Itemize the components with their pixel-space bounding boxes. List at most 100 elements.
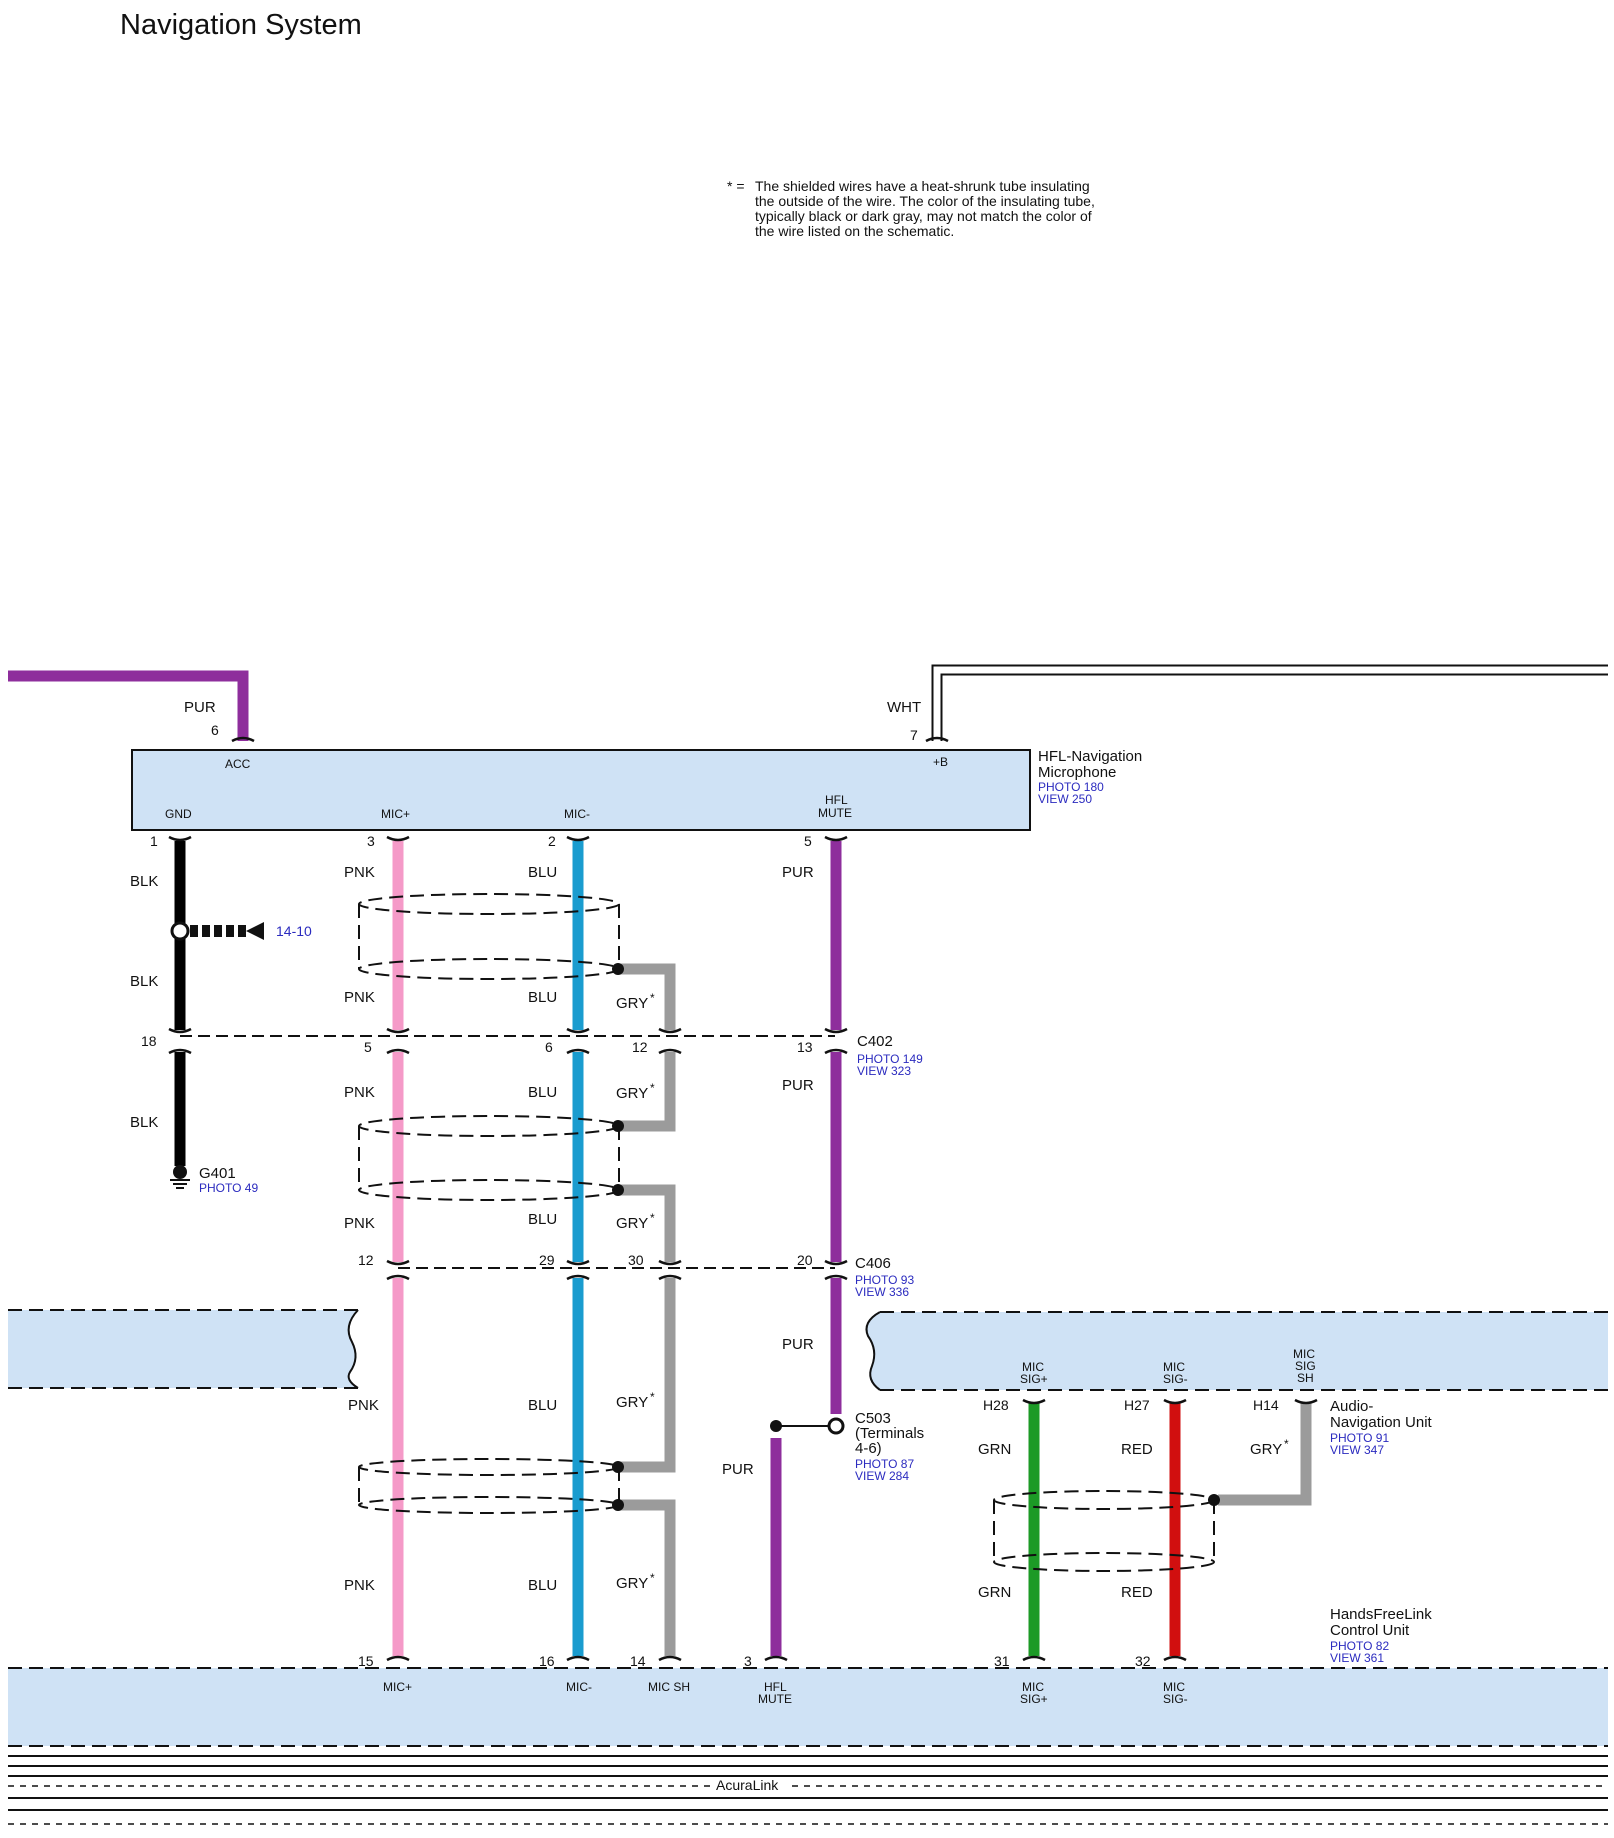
shield-star: * [650,991,655,1005]
ground-name: G401 [199,1165,236,1182]
pin-number: H27 [1124,1397,1150,1413]
pin-number: 30 [628,1252,644,1268]
photo-ref: PHOTO 91 [1330,1431,1389,1445]
note-line: the outside of the wire. The color of th… [755,193,1095,209]
wire-label-gry: GRY [616,1575,648,1592]
pin-number: 6 [545,1039,553,1055]
ground-symbol [170,1165,190,1189]
pin-number: 20 [797,1252,813,1268]
photo-ref: PHOTO 82 [1330,1639,1389,1653]
wire-label-gry: GRY [616,1085,648,1102]
shield-star: * [650,1390,655,1404]
gry-drain-wire [618,1499,676,1656]
view-ref: VIEW 250 [1038,792,1092,806]
audio-unit-box [866,1312,1608,1390]
bus-label: AcuraLink [716,1777,779,1793]
gry-drain-wire [618,1278,676,1473]
pin-number: 14 [630,1653,646,1669]
mic-unit-box [131,749,1031,831]
wire-label-gry: GRY [616,1215,648,1232]
pin-name: SIG+ [1020,1372,1048,1386]
pin-number: 1 [150,833,158,849]
pin-name: MIC- [566,1680,592,1694]
wire-label-grn: GRN [978,1584,1011,1601]
photo-ref: PHOTO 49 [199,1181,258,1195]
left-partial-box-break [347,1309,359,1389]
pin-name: MUTE [758,1692,792,1706]
pin-name: MIC [1293,1347,1315,1361]
wire-label-gry: GRY [616,995,648,1012]
pur-label: PUR [184,699,216,716]
hfl-unit-box [8,1668,1608,1746]
pin-number: 7 [910,727,918,743]
shield-note: * = The shielded wires have a heat-shrun… [727,178,1095,239]
wire-label-gry: GRY [616,1394,648,1411]
component-name: Control Unit [1330,1622,1410,1639]
pin-number: 16 [539,1653,555,1669]
note-marker: * = [727,178,745,194]
component-name: HandsFreeLink [1330,1606,1432,1623]
view-ref: VIEW 336 [855,1285,909,1299]
pin-name: MIC [1163,1360,1185,1374]
audio-unit-box-break [865,1311,881,1391]
pin-number: 6 [211,722,219,738]
pin-name: SIG- [1163,1372,1188,1386]
wire-label-grn: GRN [978,1441,1011,1458]
photo-ref: PHOTO 87 [855,1457,914,1471]
pin-name-mute: MUTE [818,806,852,820]
wire-label-pur: PUR [782,1077,814,1094]
wht-battery-wire [933,666,1608,741]
wire-label-blk: BLK [130,973,158,990]
pin-name-mic-minus: MIC- [564,807,590,821]
wire-label-blu: BLU [528,989,557,1006]
component-name: Navigation Unit [1330,1414,1433,1431]
ground-reference [170,921,264,941]
pin-number: 2 [548,833,556,849]
pin-name: SIG- [1163,1692,1188,1706]
pin-name: SIG [1295,1359,1316,1373]
wire-label-red: RED [1121,1441,1153,1458]
pin-name: SIG+ [1020,1692,1048,1706]
pin-name: HFL [764,1680,787,1694]
photo-ref: PHOTO 93 [855,1273,914,1287]
pin-terminals [168,736,1318,1662]
wire-label-pnk: PNK [344,864,375,881]
pin-number: 18 [141,1033,157,1049]
wire-label-blk: BLK [130,873,158,890]
wire-label-blu: BLU [528,1577,557,1594]
pin-number: 15 [358,1653,374,1669]
view-ref: VIEW 361 [1330,1651,1384,1665]
view-ref: VIEW 347 [1330,1443,1384,1457]
pin-number: 5 [364,1039,372,1055]
ground-ref-link[interactable]: 14-10 [276,923,312,939]
wire-label-pur: PUR [782,1336,814,1353]
connector-name: C406 [855,1255,891,1272]
connector-terminals: (Terminals [855,1425,924,1442]
view-ref: VIEW 284 [855,1469,909,1483]
wire-label-pnk: PNK [344,1577,375,1594]
pin-number: 12 [632,1039,648,1055]
shield-star: * [1284,1437,1289,1451]
connector-terminals: 4-6) [855,1440,882,1457]
connector-name: C402 [857,1033,893,1050]
pin-name-b: +B [933,755,948,769]
page-title: Navigation System [120,9,362,41]
acuralink-bus [8,1755,1608,1825]
pin-name-acc: ACC [225,757,251,771]
wire-label-pnk: PNK [344,1215,375,1232]
photo-ref: PHOTO 180 [1038,780,1104,794]
component-name: Microphone [1038,764,1116,781]
pin-name-mic-plus: MIC+ [381,807,410,821]
wire-label-pur: PUR [782,864,814,881]
mic-unit-label: HFL-Navigation Microphone PHOTO 180 VIEW… [1038,748,1142,806]
pin-name: MIC [1022,1360,1044,1374]
gry-drain-wire [618,1052,676,1132]
pin-number: 31 [994,1653,1010,1669]
shield-star: * [650,1081,655,1095]
wire-label-blu: BLU [528,1397,557,1414]
wire-label-blk: BLK [130,1114,158,1131]
pin-number: 3 [744,1653,752,1669]
wht-battery-wire-outline [931,664,1608,741]
pin-name: MIC [1022,1680,1044,1694]
